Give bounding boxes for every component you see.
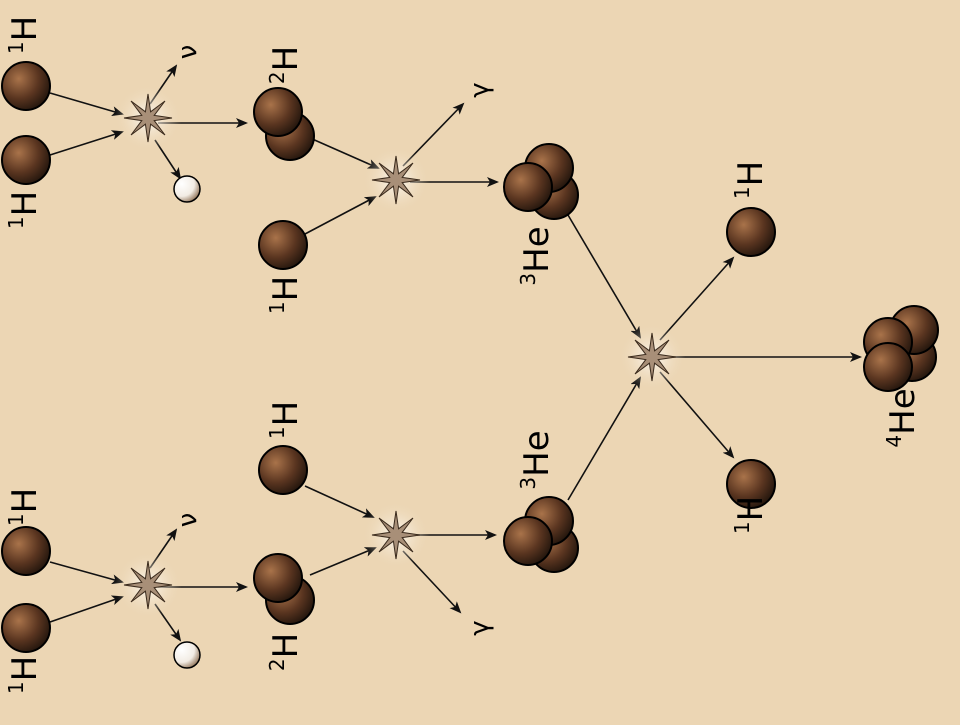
positron [173,175,201,203]
mass-number: 1 [265,426,289,439]
gamma-label: γ [465,620,495,635]
arrow-h1-to-reaction [49,130,124,156]
label-h1: 1H [4,656,45,694]
reaction-star-icon [123,93,173,143]
label-h1: 1H [4,191,45,229]
gamma-label: γ [465,82,495,97]
element-symbol: H [266,401,306,427]
helium4-nucleon [863,342,913,392]
element-symbol: He [883,388,923,434]
svg-text:1H: 1H [265,276,306,314]
arrow-to-h1 [659,371,735,459]
label-h1: 1H [730,496,771,534]
mass-number: 3 [516,477,540,490]
svg-text:1H: 1H [265,401,306,439]
arrow-h1-to-reaction [304,196,377,235]
mass-number: 1 [4,41,28,54]
arrow-h1-to-reaction [304,485,375,518]
element-symbol: H [5,191,45,217]
proton-h1 [1,61,51,111]
proton-h1 [1,526,51,576]
arrow-to-h1 [659,256,735,341]
reaction-star-icon [627,332,677,382]
label-h1: 1H [265,276,306,314]
positron [173,641,201,669]
element-symbol: H [731,161,771,187]
element-symbol: He [517,226,557,272]
mass-number: 3 [516,273,540,286]
svg-text:1H: 1H [4,488,45,526]
svg-text:1H: 1H [4,656,45,694]
element-symbol: H [266,46,306,72]
element-symbol: H [731,496,771,522]
proton-h1 [258,220,308,270]
mass-number: 1 [265,301,289,314]
neutrino-label: ν [173,45,203,60]
reaction-star-icon [371,510,421,560]
svg-text:2H: 2H [265,46,306,84]
proton-h1 [726,207,776,257]
mass-number: 1 [4,216,28,229]
mass-number: 4 [882,435,906,448]
label-he3: 3He [516,430,557,489]
mass-number: 1 [4,513,28,526]
reaction-star-icon [371,155,421,205]
label-h2: 2H [265,633,306,671]
arrow-h2-to-reaction [309,547,377,576]
helium3-nucleon [503,162,553,212]
svg-text:1H: 1H [730,496,771,534]
mass-number: 1 [730,521,754,534]
svg-text:1H: 1H [730,161,771,199]
arrow-he3-to-reaction [567,376,642,501]
svg-text:1H: 1H [4,191,45,229]
label-h1: 1H [730,161,771,199]
svg-text:3He: 3He [516,430,557,489]
label-h1: 1H [265,401,306,439]
arrow-he3-to-reaction [567,214,642,339]
element-symbol: H [266,633,306,659]
svg-text:4He: 4He [882,388,923,447]
helium3-nucleon [503,516,553,566]
mass-number: 2 [265,71,289,84]
proton-h1 [1,603,51,653]
label-h1: 1H [4,16,45,54]
label-he4: 4He [882,388,923,447]
proton-h1 [258,445,308,495]
element-symbol: H [5,488,45,514]
svg-text:1H: 1H [4,16,45,54]
neutrino-label: ν [173,513,203,528]
element-symbol: H [5,16,45,42]
arrow-h1-to-reaction [49,595,124,623]
svg-text:3He: 3He [516,226,557,285]
deuterium-nucleon [253,553,303,603]
element-symbol: H [266,276,306,302]
arrow-h1-to-reaction [49,92,124,116]
proton-h1 [1,135,51,185]
mass-number: 1 [4,681,28,694]
label-h2: 2H [265,46,306,84]
label-h1: 1H [4,488,45,526]
mass-number: 2 [265,658,289,671]
element-symbol: He [517,430,557,476]
mass-number: 1 [730,186,754,199]
label-he3: 3He [516,226,557,285]
arrow-h2-to-reaction [309,137,380,169]
proton-h1 [726,459,776,509]
reaction-star-icon [123,560,173,610]
svg-text:2H: 2H [265,633,306,671]
arrow-h1-to-reaction [49,561,124,585]
element-symbol: H [5,656,45,682]
deuterium-nucleon [253,87,303,137]
